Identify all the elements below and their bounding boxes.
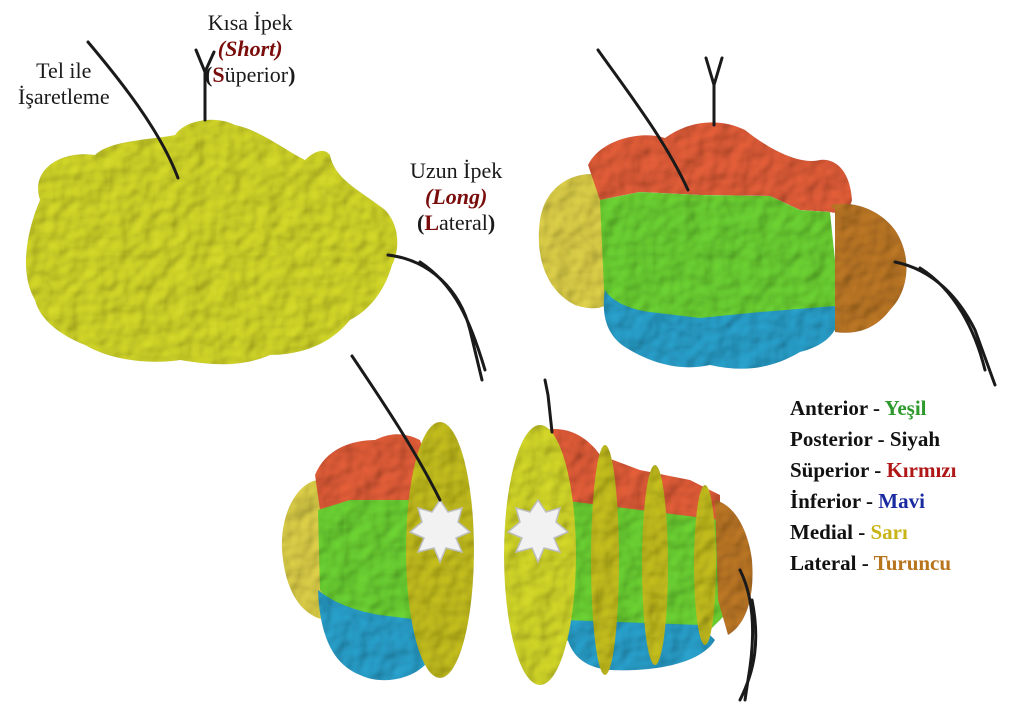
slice-anterior-green xyxy=(318,500,425,625)
slice-superior-red xyxy=(315,434,430,510)
right-block-blue xyxy=(565,620,715,671)
long-label-direction: (Lateral) xyxy=(417,210,496,235)
short-suture-2 xyxy=(704,56,724,127)
slice-3 xyxy=(642,465,668,665)
legend-row-medial: Medial - Sarı xyxy=(790,520,908,544)
long-suture-3 xyxy=(738,568,758,702)
legend-row-posterior: Posterior - Siyah xyxy=(790,427,941,451)
long-suture-1 xyxy=(386,253,487,382)
anterior-green-region xyxy=(600,192,835,320)
inked-specimen xyxy=(538,122,907,369)
wire-marking-label: Tel ile İşaretleme xyxy=(18,58,110,110)
slice-inferior-blue xyxy=(318,590,425,681)
superior-red-region xyxy=(588,122,852,213)
color-legend: Anterior - Yeşil Posterior - Siyah Süper… xyxy=(790,393,956,579)
lateral-orange-region xyxy=(830,203,907,333)
wire-marker-2 xyxy=(596,48,690,192)
slice-4 xyxy=(694,485,716,645)
sliced-specimen-left xyxy=(281,422,474,681)
short-label-direction: (Süperior) xyxy=(205,62,296,87)
suture-threads xyxy=(86,40,997,702)
wire-marker-3 xyxy=(350,354,442,502)
sliced-specimen-right xyxy=(504,425,753,685)
tumor-left xyxy=(408,498,472,564)
medial-yellow-region xyxy=(538,174,610,309)
right-block-orange xyxy=(715,500,753,635)
legend-row-superior: Süperior - Kırmızı xyxy=(790,458,957,482)
wire-marker-1 xyxy=(86,40,180,180)
long-label-abbrev: (Long) xyxy=(424,184,488,209)
short-suture-3 xyxy=(543,378,554,434)
legend-row-anterior: Anterior - Yeşil xyxy=(790,396,927,420)
tumor-right xyxy=(506,498,570,564)
short-label-title: Kısa İpek xyxy=(207,10,293,35)
long-suture-2 xyxy=(893,260,997,387)
short-suture-label: Kısa İpek (Short) (Süperior) xyxy=(205,10,295,88)
legend-row-inferior: İnferior - Mavi xyxy=(790,489,925,513)
inferior-blue-region xyxy=(603,290,839,369)
legend-row-lateral: Lateral - Turuncu xyxy=(790,551,952,575)
wire-label-line1: Tel ile xyxy=(36,58,92,83)
short-label-abbrev: (Short) xyxy=(217,36,283,61)
long-suture-label: Uzun İpek (Long) (Lateral) xyxy=(410,158,502,236)
wire-label-line2: İşaretleme xyxy=(18,84,110,109)
short-suture-1 xyxy=(194,48,216,122)
whole-specimen xyxy=(25,119,398,365)
slice-medial-yellow xyxy=(281,480,330,620)
specimen-body xyxy=(25,119,398,365)
long-label-title: Uzun İpek xyxy=(410,158,503,183)
slice-2 xyxy=(591,445,619,675)
